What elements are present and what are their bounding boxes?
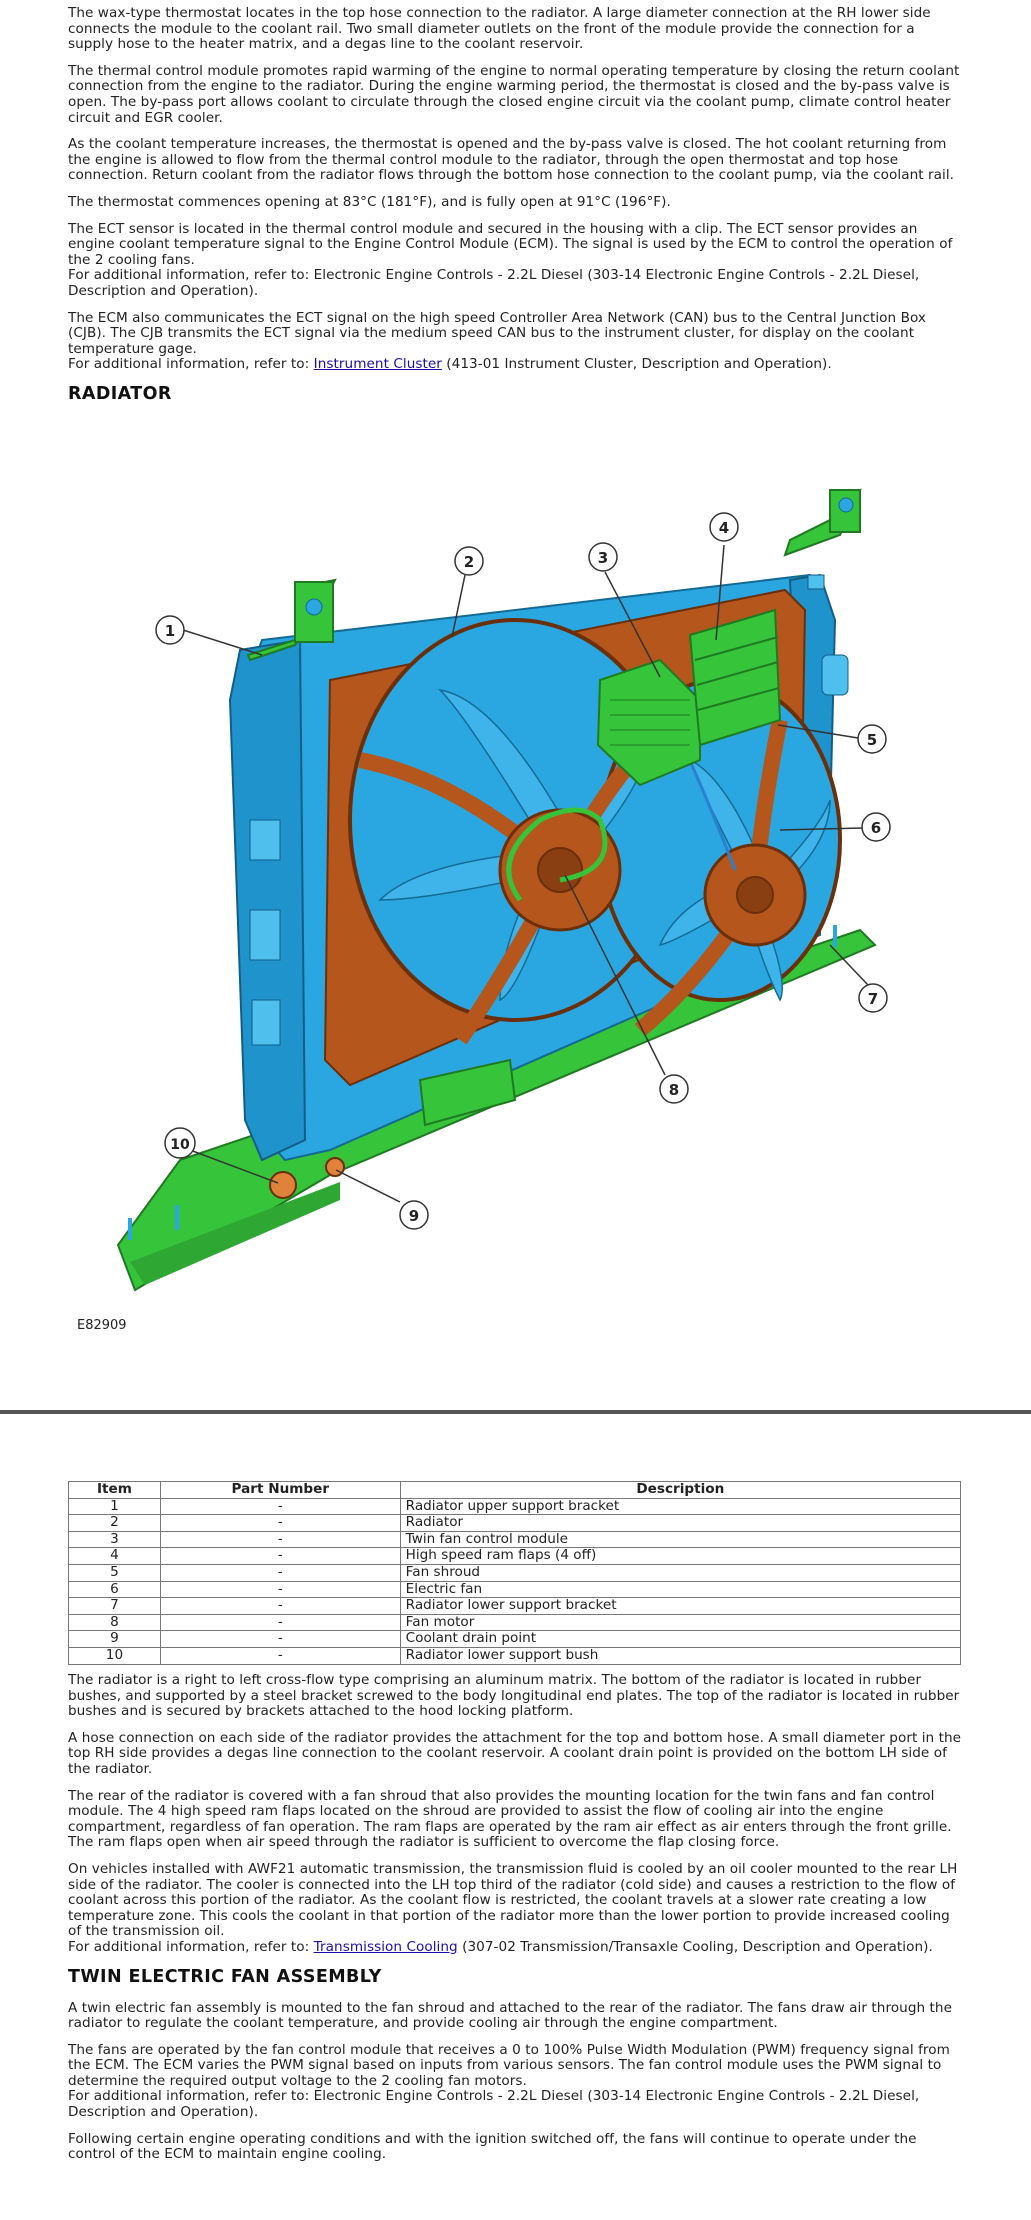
paragraph: The rear of the radiator is covered with… <box>68 1787 952 1851</box>
table-row: 7-Radiator lower support bracket <box>68 1597 962 1615</box>
callout-6: 6 <box>871 819 881 837</box>
item-cell: 10 <box>68 1646 161 1665</box>
header-item: Item <box>68 1481 161 1499</box>
table-row: 2-Radiator <box>68 1514 962 1532</box>
part-cell: - <box>159 1563 401 1582</box>
item-cell: 9 <box>68 1630 161 1648</box>
desc-cell: High speed ram flaps (4 off) <box>399 1547 962 1565</box>
radiator-illustration: 1 2 3 4 5 6 7 8 9 10 <box>116 488 891 1292</box>
awf-paragraph: On vehicles installed with AWF21 automat… <box>68 1860 964 1956</box>
table-row: 8-Fan motor <box>68 1613 962 1632</box>
item-cell: 1 <box>68 1497 161 1516</box>
paragraph: As the coolant temperature increases, th… <box>68 136 955 184</box>
table-row: 4-High speed ram flaps (4 off) <box>68 1547 962 1565</box>
can-ref-prefix: For additional information, refer to: <box>68 356 314 373</box>
part-cell: - <box>159 1646 401 1665</box>
can-paragraph: The ECM also communicates the ECT signal… <box>68 309 964 373</box>
callout-9: 9 <box>409 1207 419 1225</box>
lower-body: The radiator is a right to left cross-fl… <box>68 1672 964 2174</box>
leader-lines <box>182 544 869 1203</box>
item-cell: 5 <box>68 1563 161 1582</box>
table-row: 9-Coolant drain point <box>68 1630 962 1648</box>
pwm-reference: For additional information, refer to: El… <box>68 2088 920 2121</box>
transmission-cooling-link[interactable]: Transmission Cooling <box>313 1938 458 1955</box>
table-header-row: Item Part Number Description <box>68 1481 962 1499</box>
table-row: 10-Radiator lower support bush <box>68 1646 962 1665</box>
item-cell: 3 <box>68 1530 161 1549</box>
desc-cell: Twin fan control module <box>399 1530 962 1549</box>
paragraph: Following certain engine operating condi… <box>68 2130 917 2163</box>
document-body: The wax-type thermostat locates in the t… <box>68 0 964 404</box>
desc-cell: Radiator lower support bush <box>399 1646 962 1665</box>
lower-support-bracket <box>116 928 877 1292</box>
paragraph: A twin electric fan assembly is mounted … <box>68 1999 952 2032</box>
can-ref-suffix: (413-01 Instrument Cluster, Description … <box>441 356 832 373</box>
paragraph: The wax-type thermostat locates in the t… <box>68 5 931 53</box>
awf-ref-prefix: For additional information, refer to: <box>68 1938 314 1955</box>
awf-ref-suffix: (307-02 Transmission/Transaxle Cooling, … <box>457 1938 933 1955</box>
part-cell: - <box>159 1547 401 1565</box>
callout-8: 8 <box>669 1081 679 1099</box>
part-cell: - <box>159 1630 401 1648</box>
header-part-number: Part Number <box>159 1481 401 1499</box>
callout-5: 5 <box>867 731 877 749</box>
desc-cell: Fan motor <box>399 1613 962 1632</box>
parts-table: Item Part Number Description 1-Radiator … <box>68 1481 962 1665</box>
figure-code: E82909 <box>77 1318 127 1333</box>
part-cell: - <box>159 1530 401 1549</box>
pwm-paragraph: The fans are operated by the fan control… <box>68 2041 964 2121</box>
table-row: 6-Electric fan <box>68 1580 962 1599</box>
ect-paragraph: The ECT sensor is located in the thermal… <box>68 220 964 300</box>
item-cell: 7 <box>68 1597 161 1615</box>
ram-flaps <box>688 608 782 747</box>
radiator-heading: RADIATOR <box>68 383 172 404</box>
ect-text: The ECT sensor is located in the thermal… <box>68 220 953 268</box>
item-cell: 8 <box>68 1613 161 1632</box>
table-row: 3-Twin fan control module <box>68 1530 962 1549</box>
paragraph: The thermal control module promotes rapi… <box>68 62 960 126</box>
awf-text: On vehicles installed with AWF21 automat… <box>68 1860 958 1940</box>
table-row: 5-Fan shroud <box>68 1563 962 1582</box>
fan-control-module <box>596 658 701 787</box>
part-cell: - <box>159 1514 401 1532</box>
instrument-cluster-link[interactable]: Instrument Cluster <box>313 356 442 373</box>
item-cell: 2 <box>68 1514 161 1532</box>
desc-cell: Radiator upper support bracket <box>399 1497 962 1516</box>
item-cell: 6 <box>68 1580 161 1599</box>
item-cell: 4 <box>68 1547 161 1565</box>
desc-cell: Fan shroud <box>399 1563 962 1582</box>
table-row: 1-Radiator upper support bracket <box>68 1497 962 1516</box>
can-text: The ECM also communicates the ECT signal… <box>68 309 927 357</box>
desc-cell: Radiator <box>399 1514 962 1532</box>
part-cell: - <box>159 1580 401 1599</box>
callout-2: 2 <box>464 553 474 571</box>
part-cell: - <box>159 1497 401 1516</box>
paragraph: A hose connection on each side of the ra… <box>68 1729 962 1777</box>
paragraph: The radiator is a right to left cross-fl… <box>68 1672 960 1720</box>
header-description: Description <box>399 1481 962 1499</box>
callout-10: 10 <box>170 1137 190 1153</box>
left-end-tank <box>228 638 307 1162</box>
callouts: 1 2 3 4 5 6 7 8 9 10 <box>155 512 891 1230</box>
desc-cell: Coolant drain point <box>399 1630 962 1648</box>
paragraph: The thermostat commences opening at 83°C… <box>68 193 671 210</box>
desc-cell: Electric fan <box>399 1580 962 1599</box>
desc-cell: Radiator lower support bracket <box>399 1597 962 1615</box>
callout-1: 1 <box>165 622 175 640</box>
section-divider <box>0 1410 1031 1414</box>
part-cell: - <box>159 1597 401 1615</box>
part-cell: - <box>159 1613 401 1632</box>
twin-fan-heading: TWIN ELECTRIC FAN ASSEMBLY <box>68 1966 382 1987</box>
callout-7: 7 <box>868 990 878 1008</box>
ect-reference: For additional information, refer to: El… <box>68 267 920 299</box>
callout-4: 4 <box>719 519 729 537</box>
pwm-text: The fans are operated by the fan control… <box>68 2041 950 2089</box>
callout-3: 3 <box>598 549 608 567</box>
parts-table-container: Item Part Number Description 1-Radiator … <box>68 1481 962 1665</box>
